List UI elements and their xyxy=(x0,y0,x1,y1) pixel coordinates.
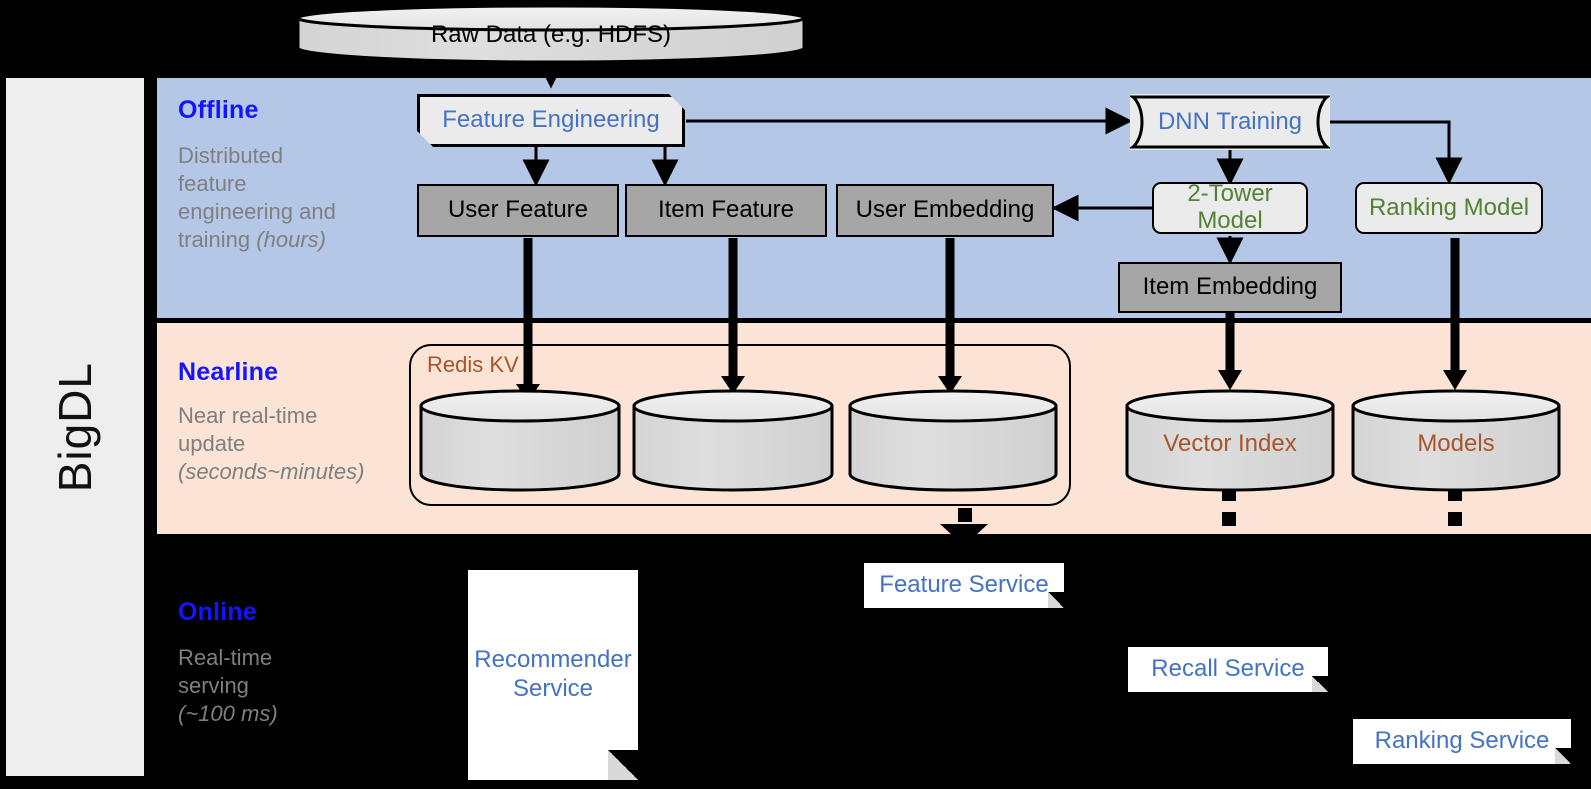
offline-desc-l4: training (hours) xyxy=(178,227,326,253)
online-desc-l3: (~100 ms) xyxy=(178,701,278,727)
user-feature-box[interactable]: User Feature xyxy=(417,184,619,237)
page-fold-icon xyxy=(608,750,638,780)
recommender-service-label: Recommender Service xyxy=(474,646,632,702)
ranking-service-label: Ranking Service xyxy=(1374,727,1550,755)
bigdl-label-text: BigDL xyxy=(49,361,101,493)
dnn-training-label: DNN Training xyxy=(1157,107,1303,135)
user-feature-label: User Feature xyxy=(447,196,589,224)
feature-engineering-box[interactable]: Feature Engineering xyxy=(417,94,685,147)
ranking-model-label: Ranking Model xyxy=(1368,193,1530,221)
redis-store-3-cylinder xyxy=(847,388,1059,492)
raw-data-cylinder: Raw Data (e.g. HDFS) xyxy=(296,4,806,62)
user-embedding-label: User Embedding xyxy=(855,196,1035,224)
recommender-service-note[interactable]: Recommender Service xyxy=(468,570,638,780)
user-embedding-box[interactable]: User Embedding xyxy=(836,184,1054,237)
recall-service-label: Recall Service xyxy=(1151,655,1305,683)
ranking-service-note[interactable]: Ranking Service xyxy=(1353,719,1571,764)
stage-title-offline: Offline xyxy=(178,96,259,124)
item-feature-label: Item Feature xyxy=(657,196,795,224)
feature-service-label: Feature Service xyxy=(879,571,1049,599)
feature-engineering-label: Feature Engineering xyxy=(442,106,660,134)
nearline-desc-l2: update xyxy=(178,431,246,457)
offline-desc-l2: feature xyxy=(178,171,247,197)
redis-store-2-cylinder xyxy=(631,388,835,492)
online-desc-l2: serving xyxy=(178,673,249,699)
stage-desc-nearline: Near real-time update (seconds~minutes) xyxy=(178,402,414,486)
models-cylinder: Models xyxy=(1350,388,1562,492)
two-tower-model-label: 2-Tower Model xyxy=(1187,180,1273,234)
two-tower-model-box[interactable]: 2-Tower Model xyxy=(1152,180,1308,234)
item-embedding-label: Item Embedding xyxy=(1142,273,1318,301)
vector-index-cylinder: Vector Index xyxy=(1124,388,1336,492)
page-fold-icon xyxy=(1048,592,1064,608)
recall-service-note[interactable]: Recall Service xyxy=(1128,647,1328,692)
nearline-desc-l3: (seconds~minutes) xyxy=(178,459,365,485)
page-fold-icon xyxy=(1555,748,1571,764)
item-feature-box[interactable]: Item Feature xyxy=(625,184,827,237)
online-desc-l1: Real-time xyxy=(178,645,273,670)
dnn-training-box[interactable]: DNN Training xyxy=(1130,94,1330,150)
stage-desc-offline: Distributed feature engineering and trai… xyxy=(178,142,378,255)
feature-service-note[interactable]: Feature Service xyxy=(864,563,1064,608)
raw-data-label: Raw Data (e.g. HDFS) xyxy=(430,21,672,48)
models-label: Models xyxy=(1417,430,1495,457)
bigdl-rail-label: BigDL xyxy=(6,78,144,776)
vector-index-label: Vector Index xyxy=(1163,430,1297,457)
redis-store-1-cylinder xyxy=(418,388,622,492)
redis-kv-label: Redis KV xyxy=(427,352,519,377)
offline-desc-l1: Distributed xyxy=(178,143,284,168)
item-embedding-box[interactable]: Item Embedding xyxy=(1118,262,1342,313)
stage-desc-online: Real-time serving (~100 ms) xyxy=(178,644,378,728)
page-fold-icon xyxy=(1312,676,1328,692)
stage-title-online: Online xyxy=(178,598,257,626)
nearline-desc-l1: Near real-time xyxy=(178,403,318,428)
ranking-model-box[interactable]: Ranking Model xyxy=(1355,182,1543,234)
offline-desc-l3: engineering and xyxy=(178,199,336,225)
bigdl-rail: BigDL xyxy=(6,78,144,776)
redis-kv-container xyxy=(409,344,1071,506)
stage-title-nearline: Nearline xyxy=(178,358,279,386)
